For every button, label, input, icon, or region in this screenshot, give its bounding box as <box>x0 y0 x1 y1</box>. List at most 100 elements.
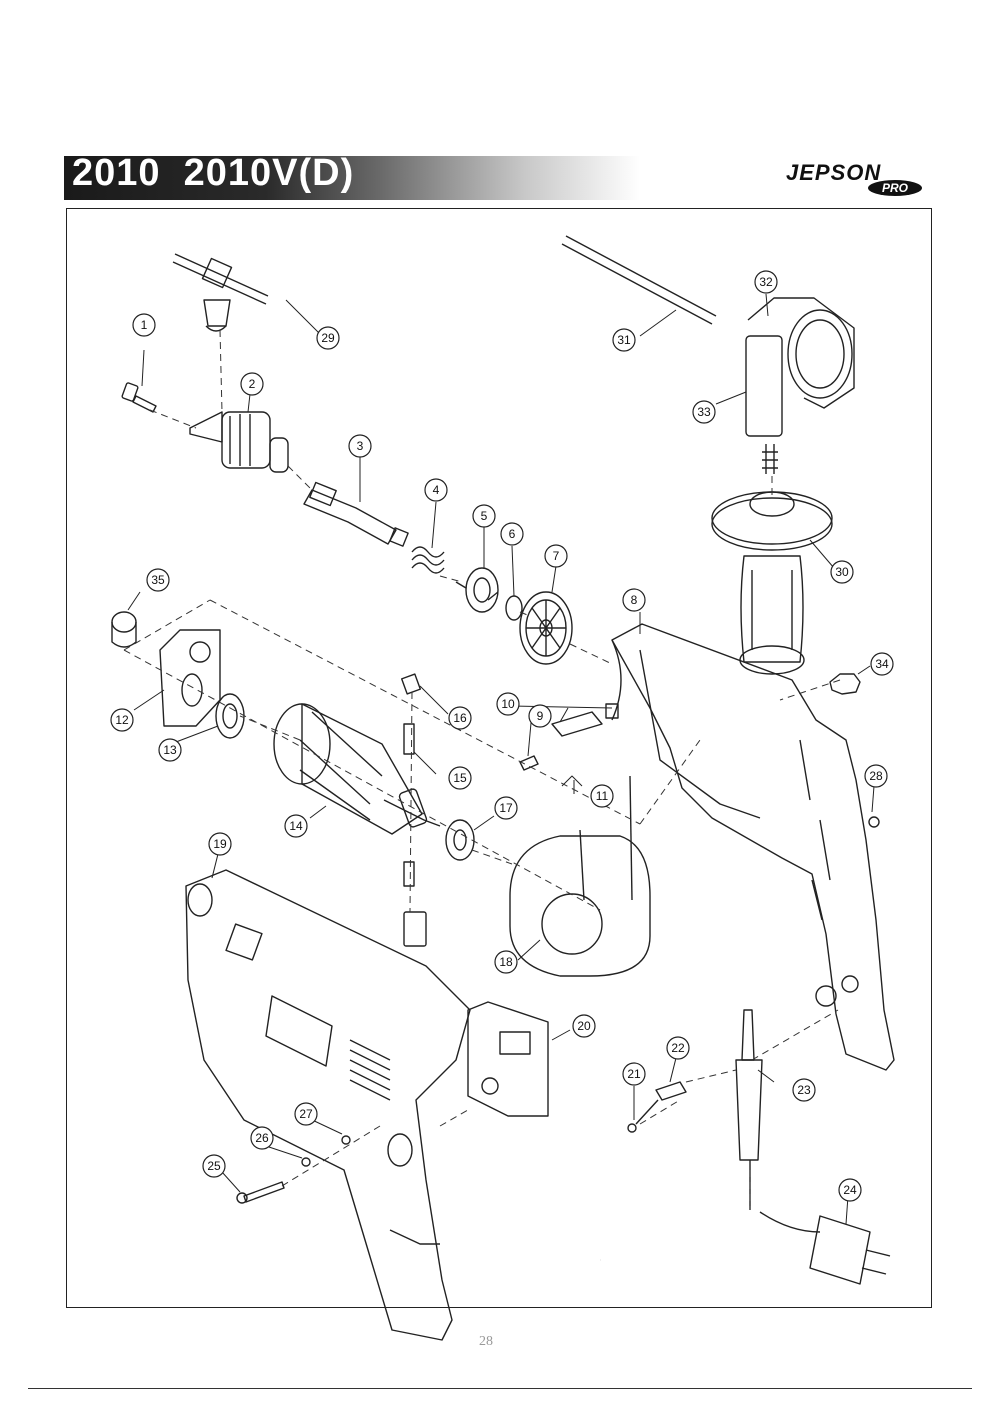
motor-housing-part <box>185 869 471 1341</box>
callout-circle <box>572 1014 596 1038</box>
callout-13: 13 <box>158 738 182 762</box>
callout-6: 6 <box>500 522 524 546</box>
callout-33: 33 <box>692 400 716 424</box>
callout-circle <box>424 478 448 502</box>
callout-label: 11 <box>596 789 609 803</box>
callout-circle <box>348 434 372 458</box>
field-stator-part <box>509 775 651 977</box>
callout-label: 33 <box>697 405 711 419</box>
callout-11: 11 <box>590 784 614 808</box>
callout-3: 3 <box>348 434 372 458</box>
trigger-switch-part <box>467 1001 549 1117</box>
callout-label: 19 <box>213 837 227 851</box>
callout-26: 26 <box>250 1126 274 1150</box>
callout-circle <box>612 328 636 352</box>
nut-part <box>829 673 861 695</box>
callout-label: 31 <box>617 333 631 347</box>
chuck-screw-part <box>121 382 157 413</box>
callout-25: 25 <box>202 1154 226 1178</box>
spindle-shaft-part <box>303 481 409 547</box>
armature-part <box>273 703 441 835</box>
callout-5: 5 <box>472 504 496 528</box>
callout-label: 7 <box>553 549 560 563</box>
callout-32: 32 <box>754 270 778 294</box>
chuck-key-part <box>172 253 269 332</box>
callout-label: 32 <box>759 275 773 289</box>
side-handle-rod-part <box>561 235 717 325</box>
callout-label: 34 <box>875 657 889 671</box>
depth-gauge-clamp-part <box>745 297 855 474</box>
diagram-frame <box>66 208 932 1308</box>
callout-circle <box>158 738 182 762</box>
callout-circle <box>132 313 156 337</box>
callout-circle <box>754 270 778 294</box>
brush-holder-bushing-part <box>111 611 137 648</box>
callout-circle <box>202 1154 226 1178</box>
callout-circle <box>692 400 716 424</box>
callout-label: 35 <box>151 573 165 587</box>
spring-part <box>411 546 445 574</box>
callout-label: 26 <box>255 1131 269 1145</box>
callout-circle <box>472 504 496 528</box>
callout-circle <box>666 1036 690 1060</box>
callout-circle <box>250 1126 274 1150</box>
callout-label: 17 <box>499 801 513 815</box>
callout-label: 1 <box>141 318 148 332</box>
callout-31: 31 <box>612 328 636 352</box>
callout-18: 18 <box>494 950 518 974</box>
callout-circle <box>110 708 134 732</box>
callout-circle <box>792 1078 816 1102</box>
title-banner <box>64 156 640 200</box>
callout-circle <box>284 814 308 838</box>
callout-30: 30 <box>830 560 854 584</box>
callout-14: 14 <box>284 814 308 838</box>
callout-circle <box>590 784 614 808</box>
callout-16: 16 <box>448 706 472 730</box>
callout-label: 12 <box>115 713 129 727</box>
callout-34: 34 <box>870 652 894 676</box>
callout-20: 20 <box>572 1014 596 1038</box>
callout-circle <box>544 544 568 568</box>
callout-label: 23 <box>797 1083 811 1097</box>
callout-label: 5 <box>481 509 488 523</box>
callout-label: 10 <box>501 697 515 711</box>
callout-label: 21 <box>627 1067 641 1081</box>
power-plug-part <box>759 1211 891 1285</box>
callout-circle <box>448 706 472 730</box>
callout-label: 25 <box>207 1159 221 1173</box>
callout-27: 27 <box>294 1102 318 1126</box>
front-bearing-part <box>455 567 499 613</box>
housing-screw-part <box>236 1135 351 1204</box>
drill-chuck-part <box>189 411 289 473</box>
callout-circle <box>208 832 232 856</box>
callout-label: 28 <box>869 769 883 783</box>
brand-logo-pro-badge: PRO <box>868 180 922 196</box>
gear-housing-part <box>611 623 895 1071</box>
gear-part <box>519 591 573 665</box>
callout-circle <box>294 1102 318 1126</box>
callout-19: 19 <box>208 832 232 856</box>
callout-4: 4 <box>424 478 448 502</box>
screw-28-part <box>868 816 880 828</box>
callout-circle <box>830 560 854 584</box>
callout-label: 27 <box>299 1107 313 1121</box>
callout-label: 4 <box>433 483 440 497</box>
callout-label: 6 <box>509 527 516 541</box>
callout-circle <box>838 1178 862 1202</box>
callout-label: 13 <box>163 743 177 757</box>
model-title: 2010 2010V(D) <box>72 152 355 194</box>
callout-label: 18 <box>499 955 513 969</box>
callout-28: 28 <box>864 764 888 788</box>
callout-label: 14 <box>289 819 303 833</box>
callout-label: 24 <box>843 1183 857 1197</box>
callout-17: 17 <box>494 796 518 820</box>
brand-logo: JEPSON PRO <box>786 160 926 202</box>
callout-label: 3 <box>357 439 364 453</box>
callout-23: 23 <box>792 1078 816 1102</box>
armature-bearing-part <box>445 819 475 861</box>
switch-plate-part <box>519 703 619 771</box>
callout-9: 9 <box>528 704 552 728</box>
callout-circle <box>240 372 264 396</box>
